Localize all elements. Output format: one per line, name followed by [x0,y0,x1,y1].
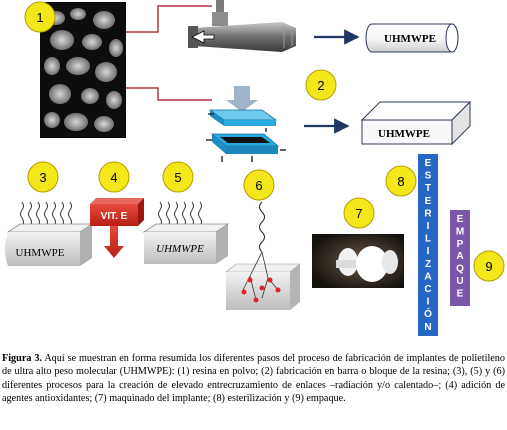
esterilizacion-letter: E [425,158,432,169]
step-5-marker: 5 [162,161,194,193]
vit-e-label: VIT. E [101,211,128,222]
esterilizacion-letter: I [427,297,430,308]
esterilizacion-letter: R [424,208,432,219]
uhmwpe-block: UHMWPE [360,100,472,146]
step-8-marker: 8 [385,165,417,197]
figure-label: Figura 3. [2,353,42,364]
esterilizacion-letter: Z [425,259,431,270]
uhmwpe-bar: UHMWPE [365,23,459,53]
esterilizacion-letter: I [427,221,430,232]
empaque-letter: U [456,276,463,287]
step-3-marker: 3 [27,161,59,193]
radiation-waves-step5 [158,201,202,227]
connector-lines [126,5,212,101]
step-1-label: 1 [36,10,43,25]
step-6-label: 6 [255,178,262,193]
empaque-letter: A [456,251,463,262]
esterilizacion-letter: S [425,171,432,182]
esterilizacion-letter: T [425,183,431,194]
empaque-letter: P [457,239,464,250]
esterilizacion-letter: N [424,322,431,333]
extruder [188,0,296,52]
machined-implant-photo [312,234,404,288]
step-9-label: 9 [485,259,492,274]
uhmwpe-block-step3: UHMWPE [5,223,94,266]
esterilizacion-letter: I [427,246,430,257]
crosslinked-block [225,201,301,310]
step-2-marker: 2 [305,69,337,101]
step5-block-label: UHMWPE [156,243,204,255]
empaque-letter: E [457,288,464,299]
step-5-label: 5 [174,170,181,185]
figure-caption: Figura 3. Aquí se muestran en forma resu… [2,352,505,406]
step3-block-label: UHMWPE [16,247,65,259]
esterilizacion-letter: E [425,196,432,207]
resin-powder-photo [40,2,126,138]
step-3-label: 3 [39,170,46,185]
step-6-marker: 6 [243,169,275,201]
empaque-letter: Q [456,264,464,275]
caption-text: Aquí se muestran en forma resumida los d… [2,353,505,405]
uhmwpe-block-step5: UHMWPE [142,223,230,264]
step-7-marker: 7 [343,197,375,229]
esterilizacion-letter: Ó [424,307,432,320]
step-7-label: 7 [355,206,362,221]
block-label: UHMWPE [378,128,430,140]
step-1-marker: 1 [24,1,56,33]
step-2-label: 2 [317,78,324,93]
step-9-marker: 9 [473,250,505,282]
esterilizacion-letter: L [425,234,431,245]
vitamin-e-arrow: VIT. E [90,198,144,258]
step-8-label: 8 [397,174,404,189]
empaque-letter: E [457,214,464,225]
step-4-marker: 4 [98,161,130,193]
esterilizacion-letter: C [424,284,431,295]
compression-press [206,86,286,162]
step-4-label: 4 [110,170,117,185]
esterilizacion-letter: A [424,271,431,282]
empaque-letter: M [456,226,464,237]
bar-label: UHMWPE [384,33,436,45]
radiation-waves-step3 [20,201,72,227]
